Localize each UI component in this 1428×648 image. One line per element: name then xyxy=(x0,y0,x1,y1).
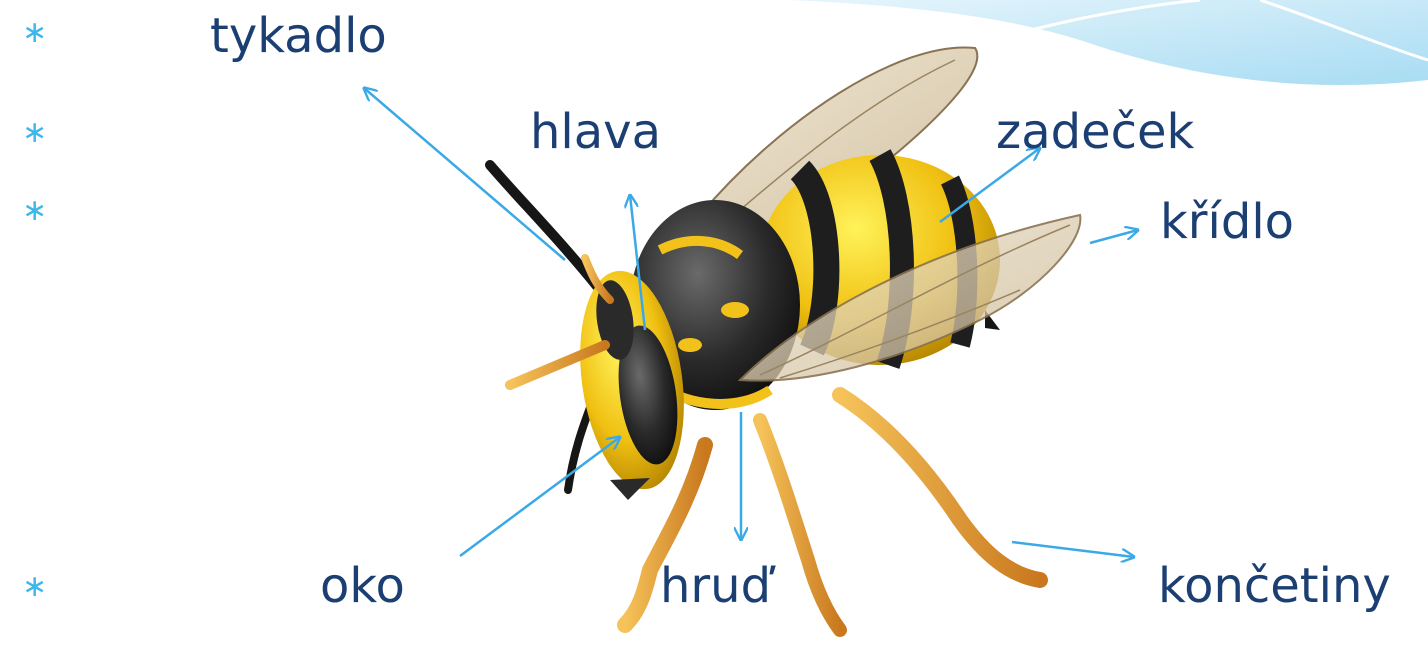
label-oko: oko xyxy=(320,558,405,614)
label-koncetiny: končetiny xyxy=(1158,558,1391,614)
arrow-oko xyxy=(460,437,620,556)
label-hrud: hruď xyxy=(660,558,771,614)
label-tykadlo: tykadlo xyxy=(210,8,387,64)
label-kridlo: křídlo xyxy=(1160,194,1294,250)
bullet-2: ∗ xyxy=(22,118,47,148)
arrow-koncetiny xyxy=(1012,542,1134,557)
label-zadecek: zadeček xyxy=(996,104,1194,160)
bullet-3: ∗ xyxy=(22,196,47,226)
bullet-4: ∗ xyxy=(22,572,47,602)
arrow-kridlo xyxy=(1090,230,1138,243)
arrow-hlava xyxy=(630,195,645,330)
label-hlava: hlava xyxy=(530,104,661,160)
bullet-1: ∗ xyxy=(22,18,47,48)
